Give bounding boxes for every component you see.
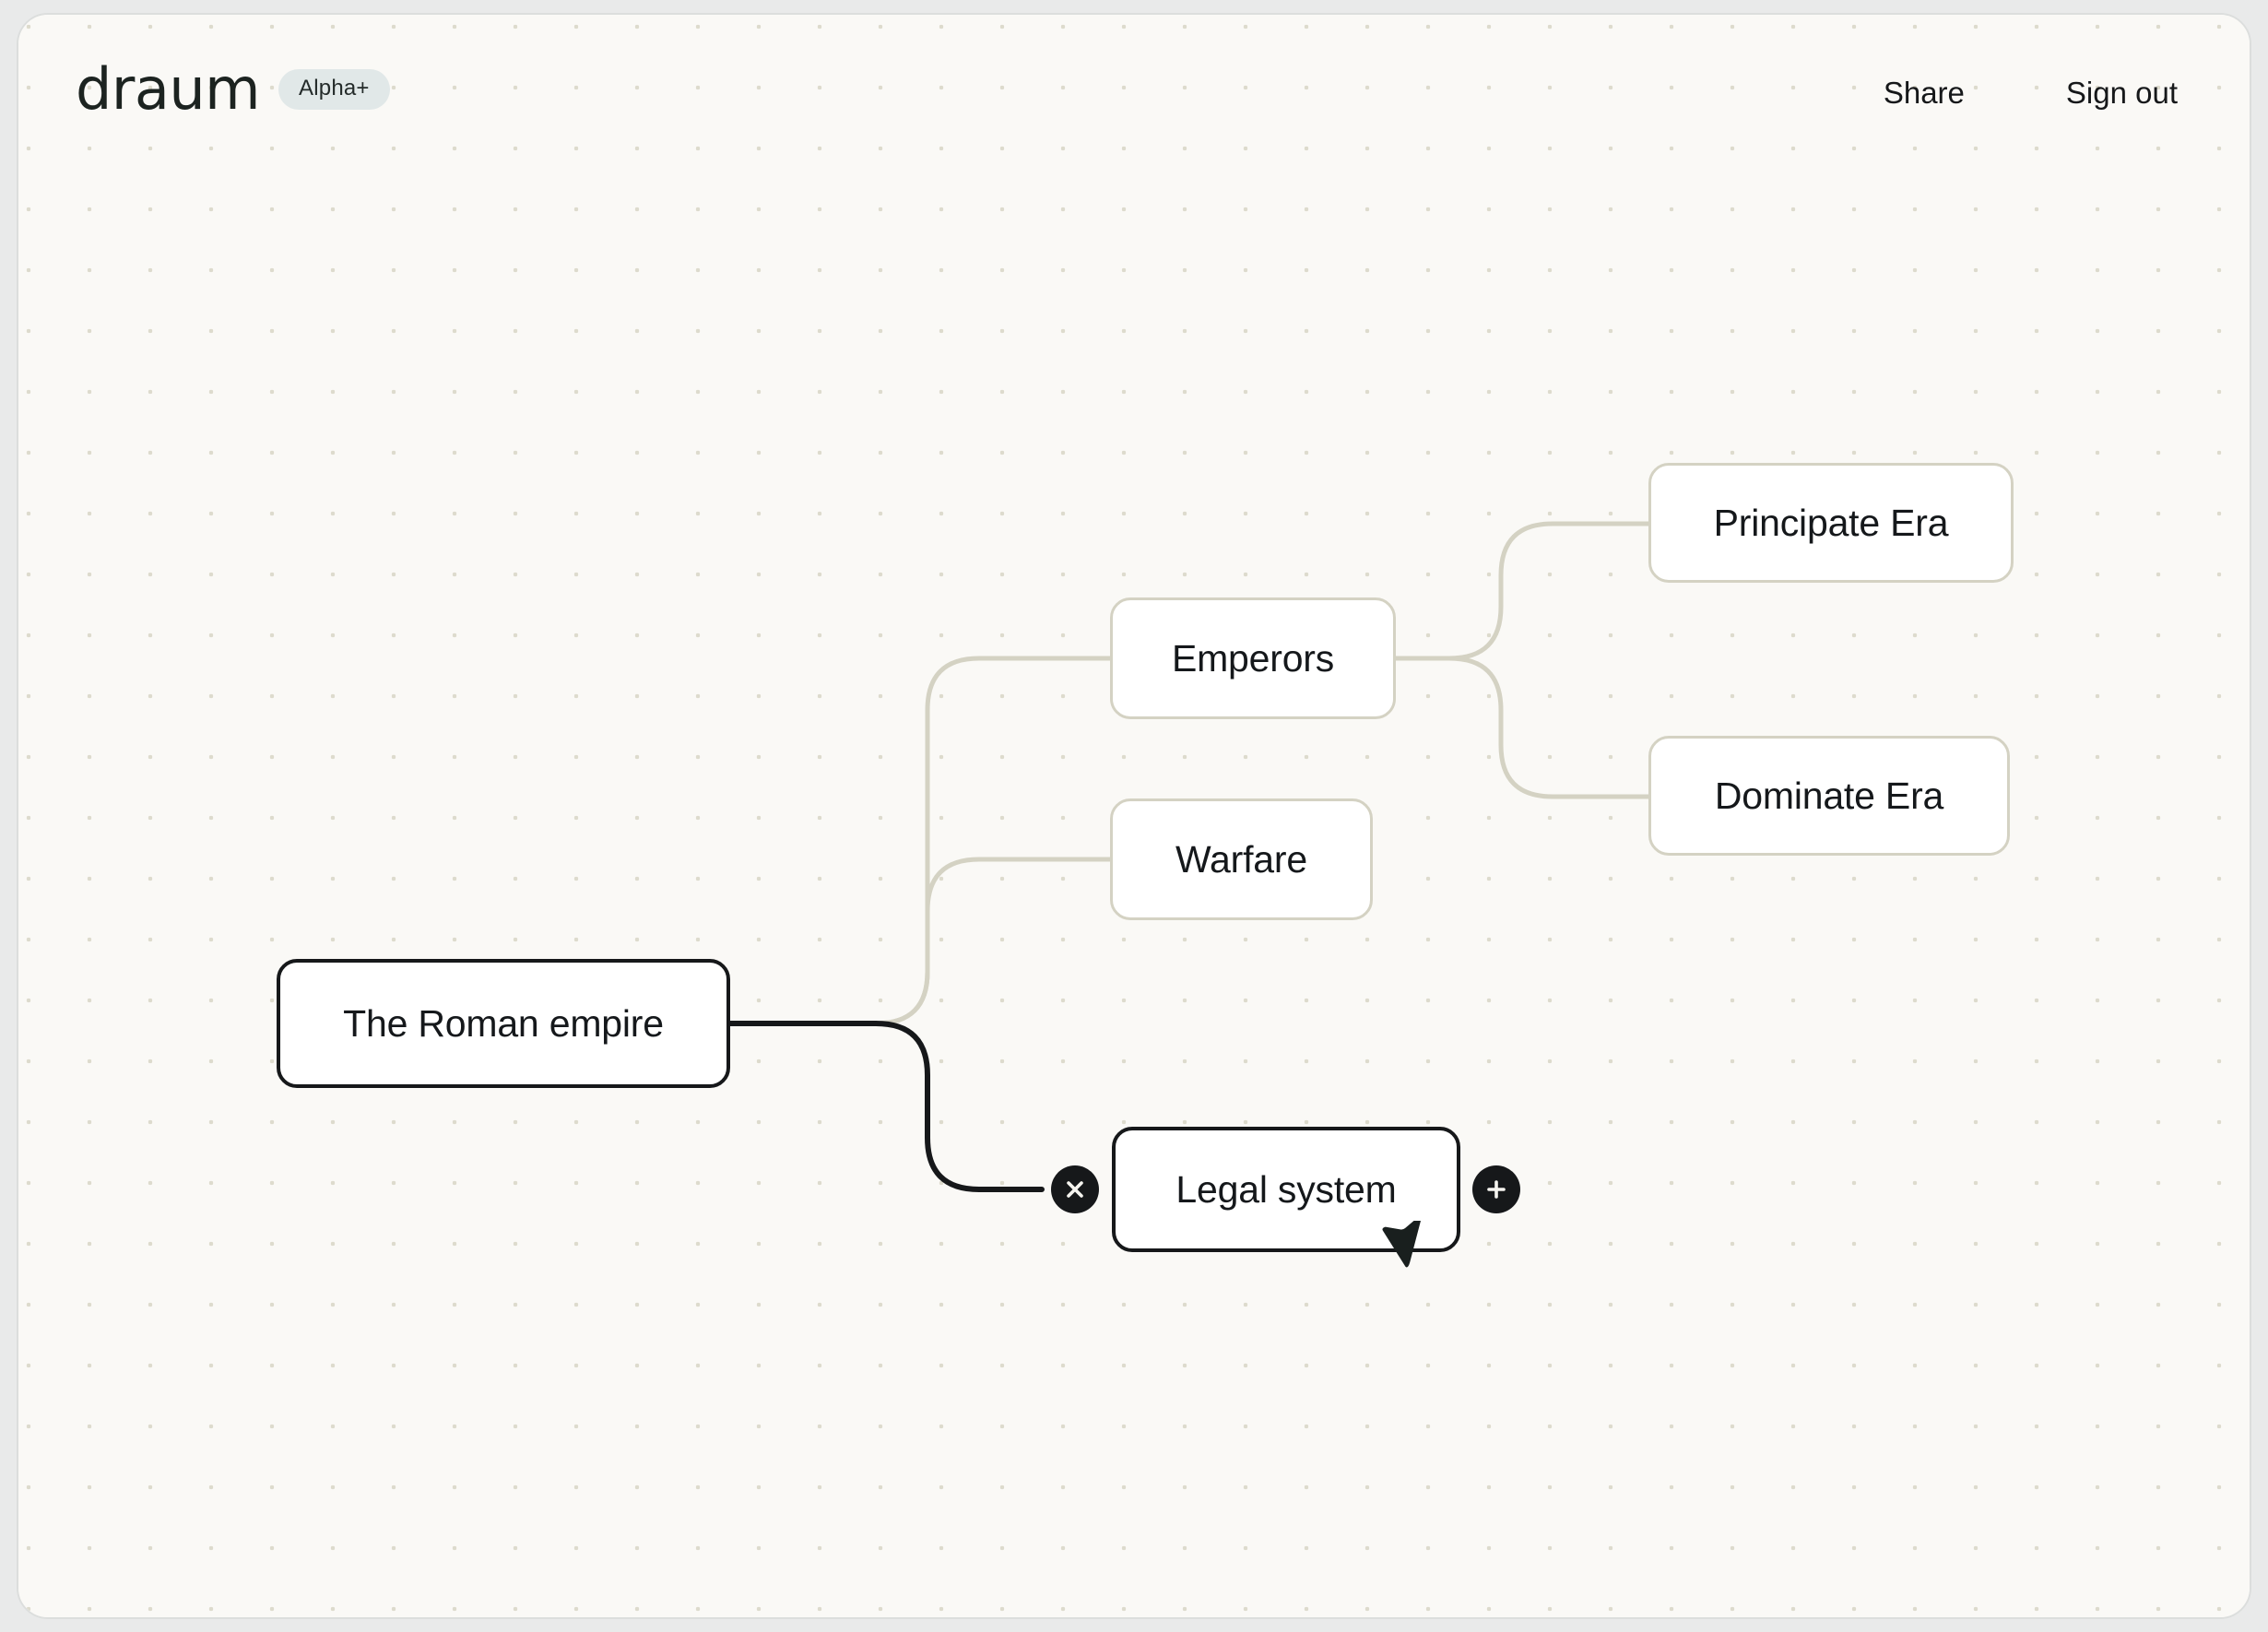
node-label: Warfare: [1175, 837, 1307, 881]
mindmap-node-legal-system[interactable]: Legal system: [1112, 1127, 1460, 1252]
mindmap-node-warfare[interactable]: Warfare: [1110, 798, 1373, 920]
mindmap-canvas[interactable]: The Roman empire Emperors Warfare Legal …: [18, 15, 2250, 1617]
node-label: Dominate Era: [1714, 774, 1944, 817]
mindmap-node-dominate-era[interactable]: Dominate Era: [1648, 736, 2010, 856]
mindmap-node-root[interactable]: The Roman empire: [277, 959, 730, 1088]
node-label: Principate Era: [1713, 501, 1949, 544]
add-child-node-button[interactable]: [1472, 1165, 1520, 1213]
header-actions: Share Sign out: [1884, 77, 2178, 108]
brand: draum Alpha+: [76, 61, 390, 118]
node-label: Legal system: [1175, 1167, 1397, 1211]
sign-out-button[interactable]: Sign out: [2065, 76, 2178, 110]
mindmap-node-principate-era[interactable]: Principate Era: [1648, 463, 2014, 583]
edge-root-to-emperors: [727, 656, 1113, 1026]
edge-root-to-warfare: [727, 857, 1113, 1026]
mindmap-node-emperors[interactable]: Emperors: [1110, 597, 1396, 719]
plus-icon: [1487, 1180, 1506, 1199]
alpha-badge: Alpha+: [278, 69, 390, 110]
delete-node-button[interactable]: [1051, 1165, 1099, 1213]
edge-root-to-legal: [727, 1021, 1045, 1192]
app-logo: draum: [76, 55, 261, 123]
app-header: draum Alpha+ Share Sign out: [18, 15, 2250, 162]
share-button[interactable]: Share: [1883, 76, 1965, 110]
app-window: The Roman empire Emperors Warfare Legal …: [17, 13, 2251, 1619]
edge-emperors-to-dominate: [1393, 656, 1651, 799]
node-label: Emperors: [1171, 636, 1335, 680]
edge-emperors-to-principate: [1393, 521, 1651, 661]
node-label: The Roman empire: [343, 1001, 664, 1045]
close-icon: [1067, 1181, 1083, 1198]
